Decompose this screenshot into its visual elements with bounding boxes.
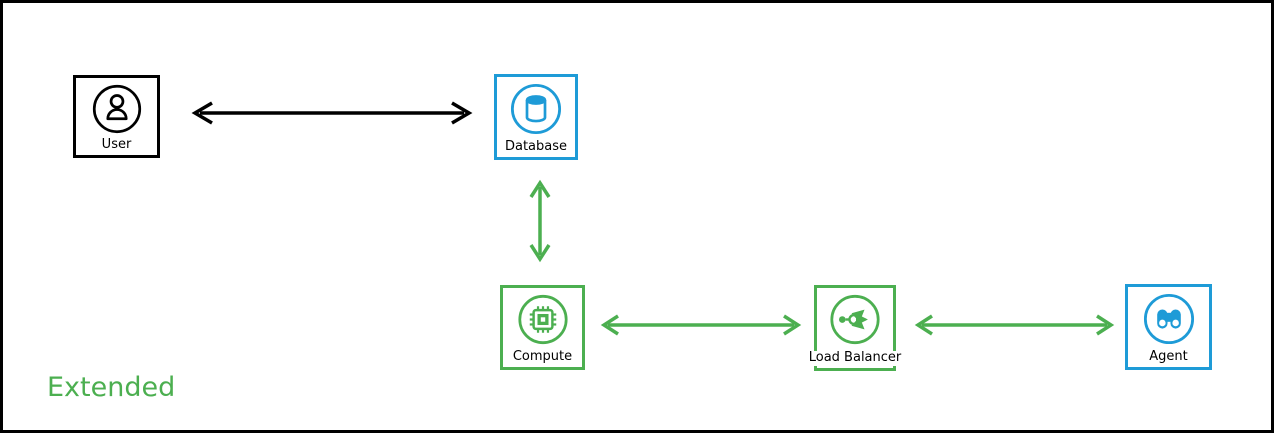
node-compute[interactable]: Compute xyxy=(500,285,585,370)
load-balancer-icon xyxy=(830,294,880,345)
node-database[interactable]: Database xyxy=(494,74,578,160)
node-label: Load Balancer xyxy=(806,350,904,366)
edge-compute-loadbalancer xyxy=(600,314,802,336)
edge-database-compute xyxy=(529,179,551,263)
edge-loadbalancer-agent xyxy=(914,314,1115,336)
node-label: Compute xyxy=(510,349,575,365)
node-user[interactable]: User xyxy=(73,75,160,158)
database-icon xyxy=(510,83,562,135)
edge-user-database xyxy=(191,101,473,125)
edges-layer xyxy=(191,101,1115,336)
node-label: Agent xyxy=(1147,349,1190,365)
chip-icon xyxy=(517,294,568,345)
node-load-balancer[interactable]: Load Balancer xyxy=(806,285,904,371)
user-icon xyxy=(92,84,141,134)
binoculars-icon xyxy=(1143,293,1194,345)
node-label: Database xyxy=(502,139,570,155)
node-agent[interactable]: Agent xyxy=(1125,284,1212,370)
diagram-title: Extended xyxy=(47,372,176,403)
node-label: User xyxy=(99,137,134,153)
